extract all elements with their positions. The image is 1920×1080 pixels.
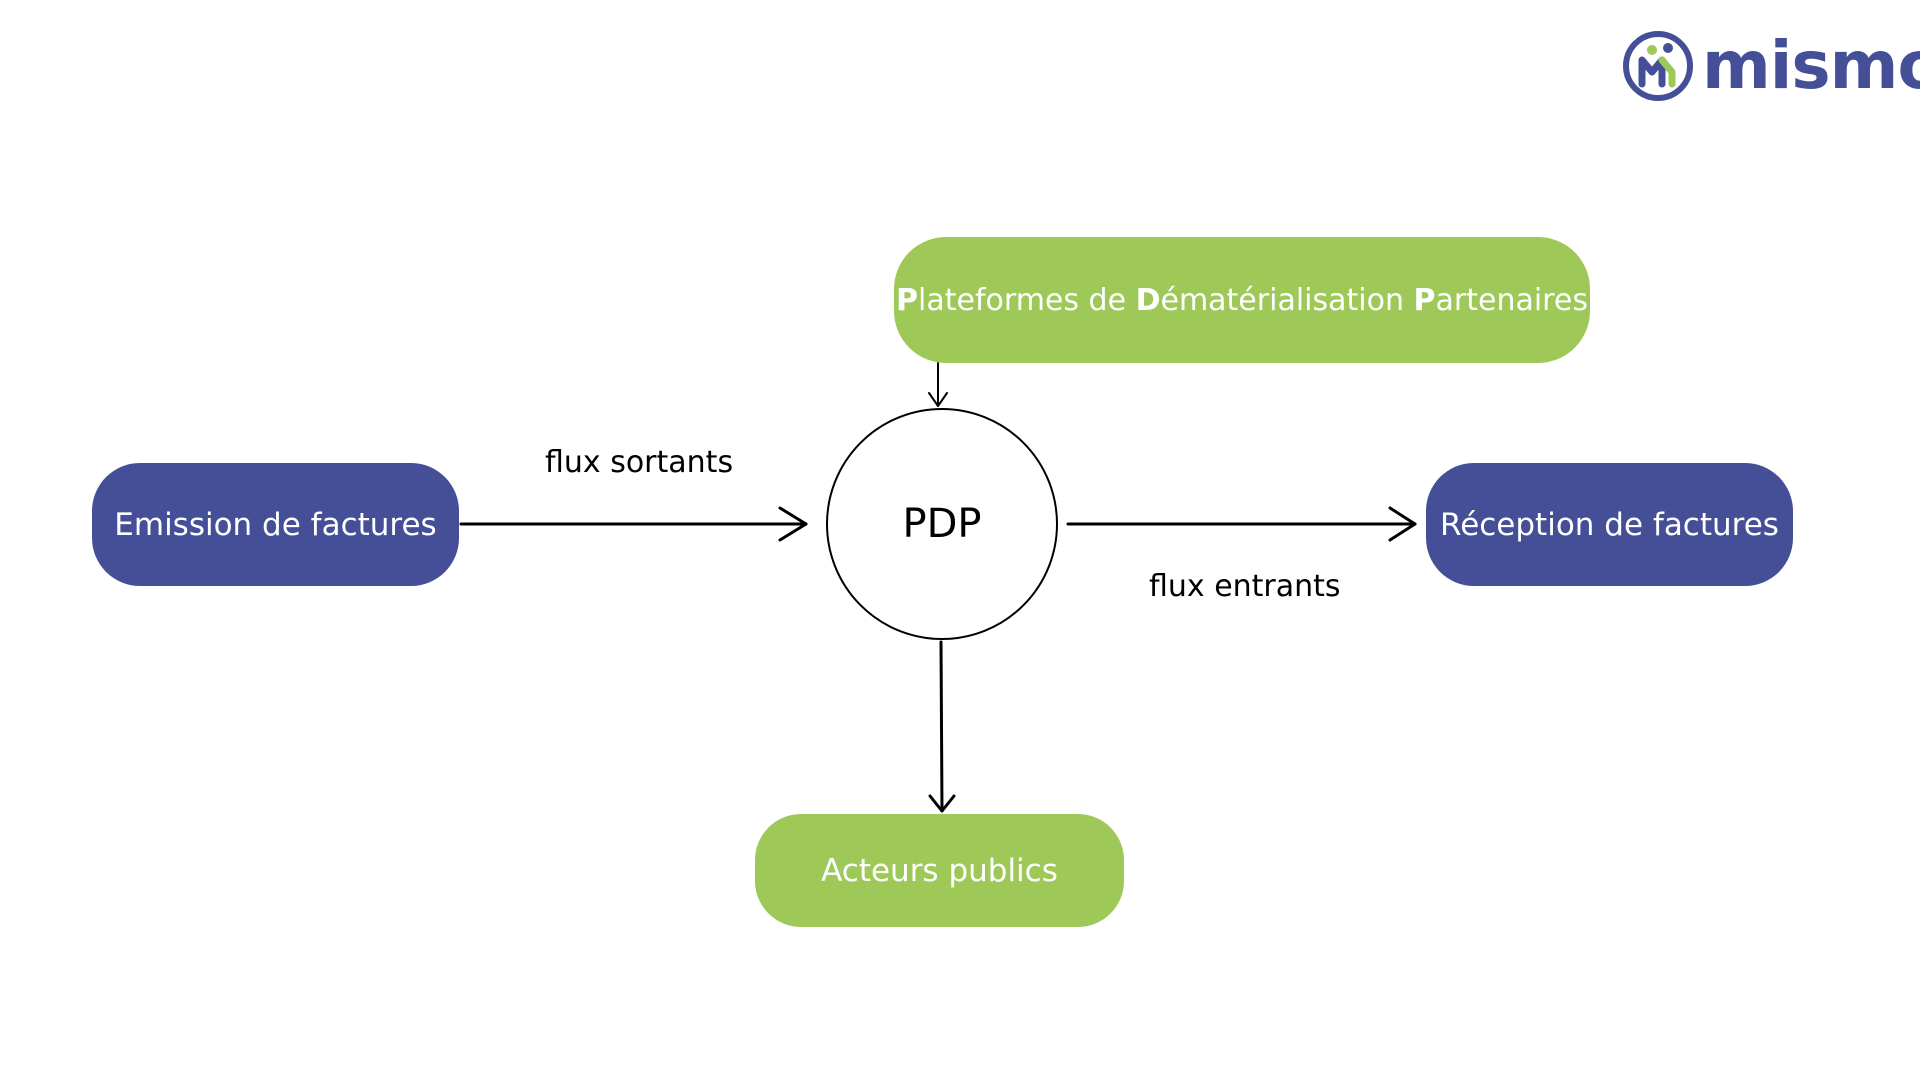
edge-label-flux-sortants: flux sortants bbox=[545, 445, 734, 480]
arrowhead-pdp-to-publics bbox=[928, 794, 956, 813]
node-pdp-circle: PDP bbox=[826, 408, 1058, 640]
node-reception-label: Réception de factures bbox=[1440, 506, 1779, 543]
node-emission-label: Emission de factures bbox=[114, 506, 437, 543]
node-acteurs-publics: Acteurs publics bbox=[755, 814, 1124, 927]
edge-label-flux-entrants: flux entrants bbox=[1149, 569, 1341, 604]
node-plateformes-partenaires: Plateformes de Dématérialisation Partena… bbox=[894, 237, 1590, 363]
partners-initial-d: D bbox=[1135, 282, 1161, 318]
arrowhead-pdp-to-reception bbox=[1388, 506, 1417, 542]
brand-logo: mismo bbox=[1622, 30, 1920, 102]
pdp-label: PDP bbox=[902, 501, 982, 547]
node-reception-de-factures: Réception de factures bbox=[1426, 463, 1793, 586]
partners-initial-p2: P bbox=[1413, 282, 1436, 318]
arrowhead-partners-to-pdp bbox=[928, 392, 948, 407]
arrow-pdp-to-publics bbox=[939, 640, 944, 813]
logo-wordmark: mismo bbox=[1702, 27, 1920, 104]
partners-word-1: lateformes de bbox=[918, 282, 1136, 318]
mismo-logo-icon bbox=[1623, 31, 1693, 101]
partners-initial-p1: P bbox=[896, 282, 919, 318]
node-partners-label: Plateformes de Dématérialisation Partena… bbox=[896, 283, 1588, 318]
node-emission-de-factures: Emission de factures bbox=[92, 463, 459, 586]
partners-word-3: artenaires bbox=[1435, 282, 1588, 318]
node-publics-label: Acteurs publics bbox=[821, 852, 1058, 889]
arrowhead-emission-to-pdp bbox=[778, 506, 808, 542]
partners-word-2: ématérialisation bbox=[1160, 282, 1414, 318]
